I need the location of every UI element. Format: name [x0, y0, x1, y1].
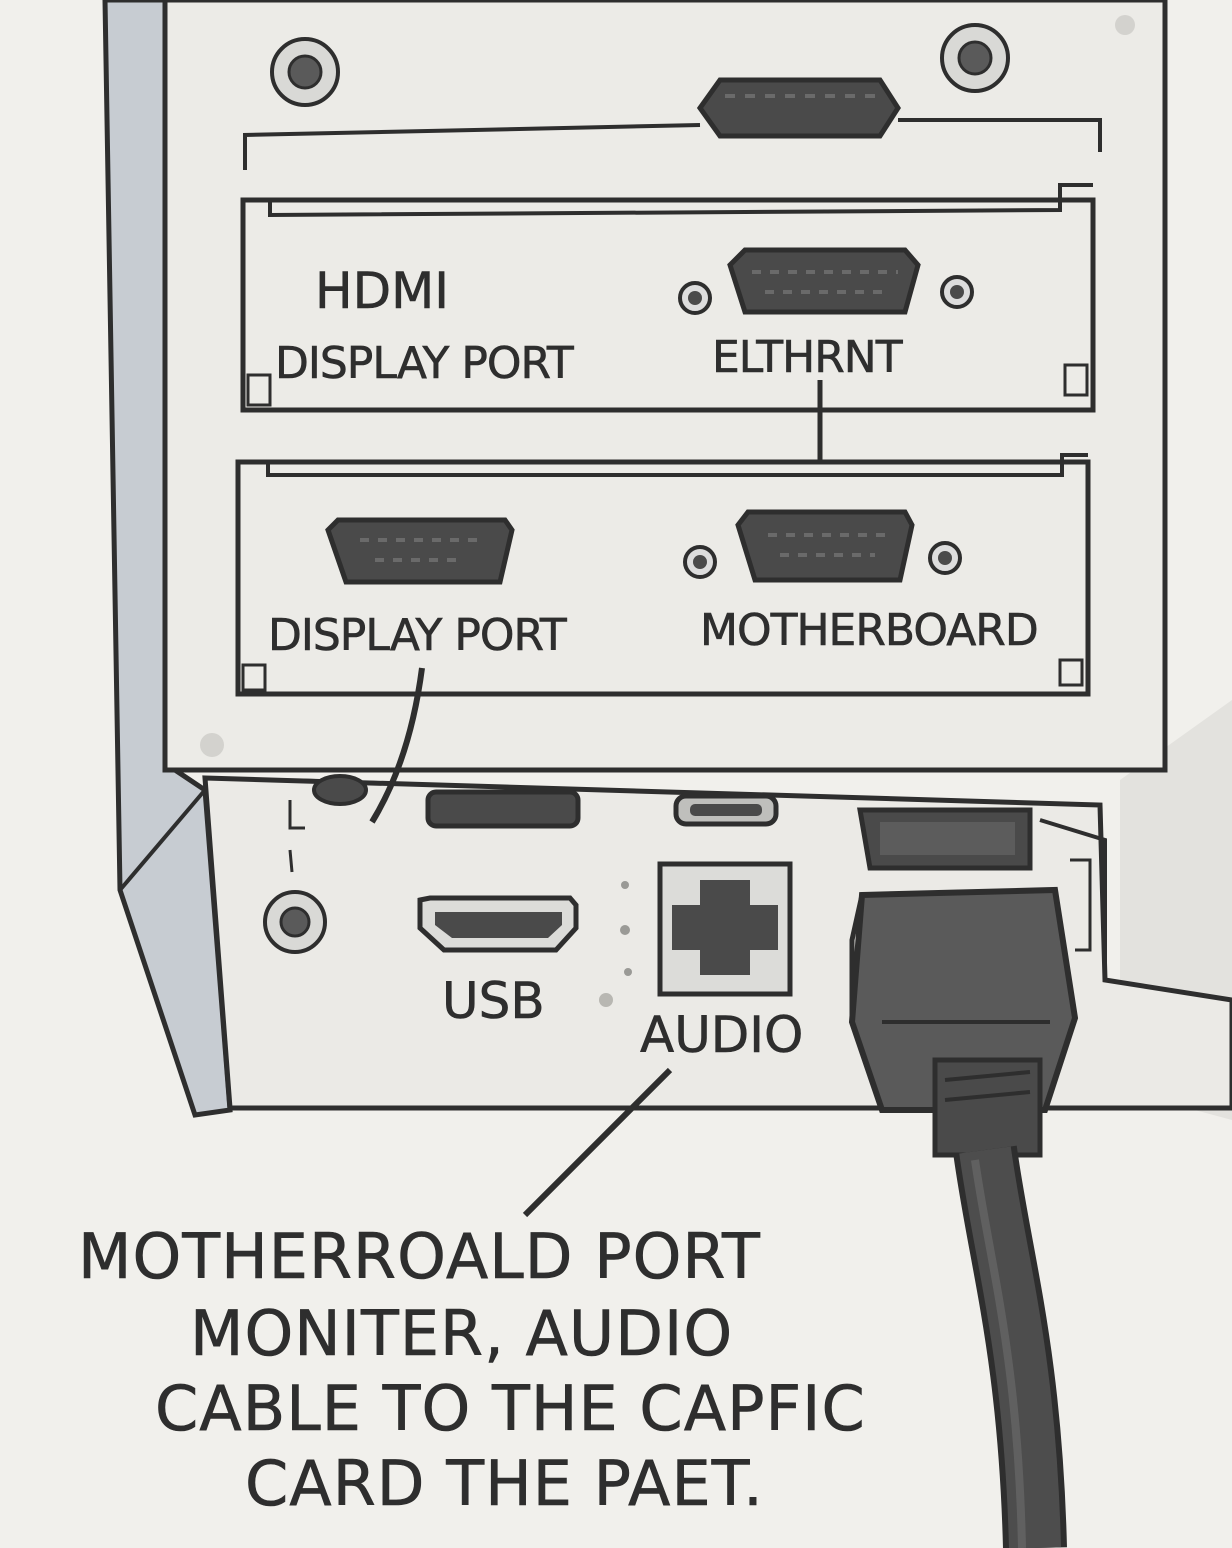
- hdmi-label: HDMI: [315, 262, 449, 320]
- ethernet-port: [678, 247, 974, 315]
- leader-line-display-port: [369, 667, 425, 824]
- motherboard-port: [683, 509, 962, 583]
- leader-line-audio: [522, 1067, 673, 1218]
- display-port-label-lower: DISPLAY PORT: [268, 610, 567, 661]
- screw-icon: [940, 23, 1010, 93]
- caption-line-3: CABLE TO THE CAPFIC: [155, 1372, 866, 1445]
- usb-label: USB: [442, 972, 545, 1030]
- ethernet-label: ELTHRNT: [712, 332, 903, 383]
- caption-line-4: CARD THE PAET.: [245, 1447, 764, 1520]
- caption-block: MOTHERROALD PORT MONITER, AUDIO CABLE TO…: [78, 1220, 866, 1521]
- usb-port: [417, 895, 579, 953]
- indicator-light: [312, 774, 368, 806]
- screw-icon: [270, 37, 340, 107]
- serial-port-top: [696, 77, 901, 139]
- motherboard-label: MOTHERBOARD: [700, 605, 1038, 656]
- screw-icon: [263, 890, 327, 954]
- slot-port-1: [425, 789, 581, 829]
- display-port-label-upper: DISPLAY PORT: [275, 338, 574, 389]
- caption-line-2: MONITER, AUDIO: [190, 1297, 733, 1370]
- audio-label: AUDIO: [640, 1006, 803, 1064]
- power-cable-plug: [848, 886, 1079, 1158]
- display-port-connector: [325, 517, 515, 585]
- caption-line-1: MOTHERROALD PORT: [78, 1220, 761, 1293]
- audio-port: [657, 861, 793, 997]
